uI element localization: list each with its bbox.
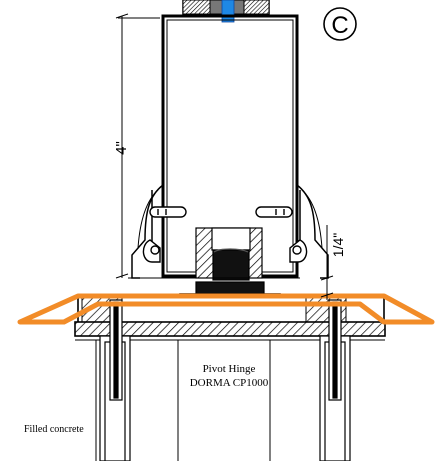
section-marker: C <box>323 7 357 41</box>
section-marker-letter: C <box>331 12 348 39</box>
pit-walls <box>95 340 271 461</box>
top-pin <box>182 0 270 23</box>
orange-floor-outline <box>17 293 435 325</box>
gap-dimension-label: 1/4" <box>330 233 346 257</box>
hinge-label-line2: DORMA CP1000 <box>190 377 269 389</box>
side-clips <box>142 206 308 263</box>
hinge-label-line1: Pivot Hinge <box>203 363 256 375</box>
anchor-posts <box>99 299 351 461</box>
height-dimension-label: 4" <box>113 141 130 155</box>
gap-dimension <box>320 225 334 300</box>
height-dimension <box>115 13 160 279</box>
hinge-insert <box>195 227 263 281</box>
concrete-label: Filled concrete <box>24 424 84 435</box>
blue-pin <box>221 0 235 23</box>
